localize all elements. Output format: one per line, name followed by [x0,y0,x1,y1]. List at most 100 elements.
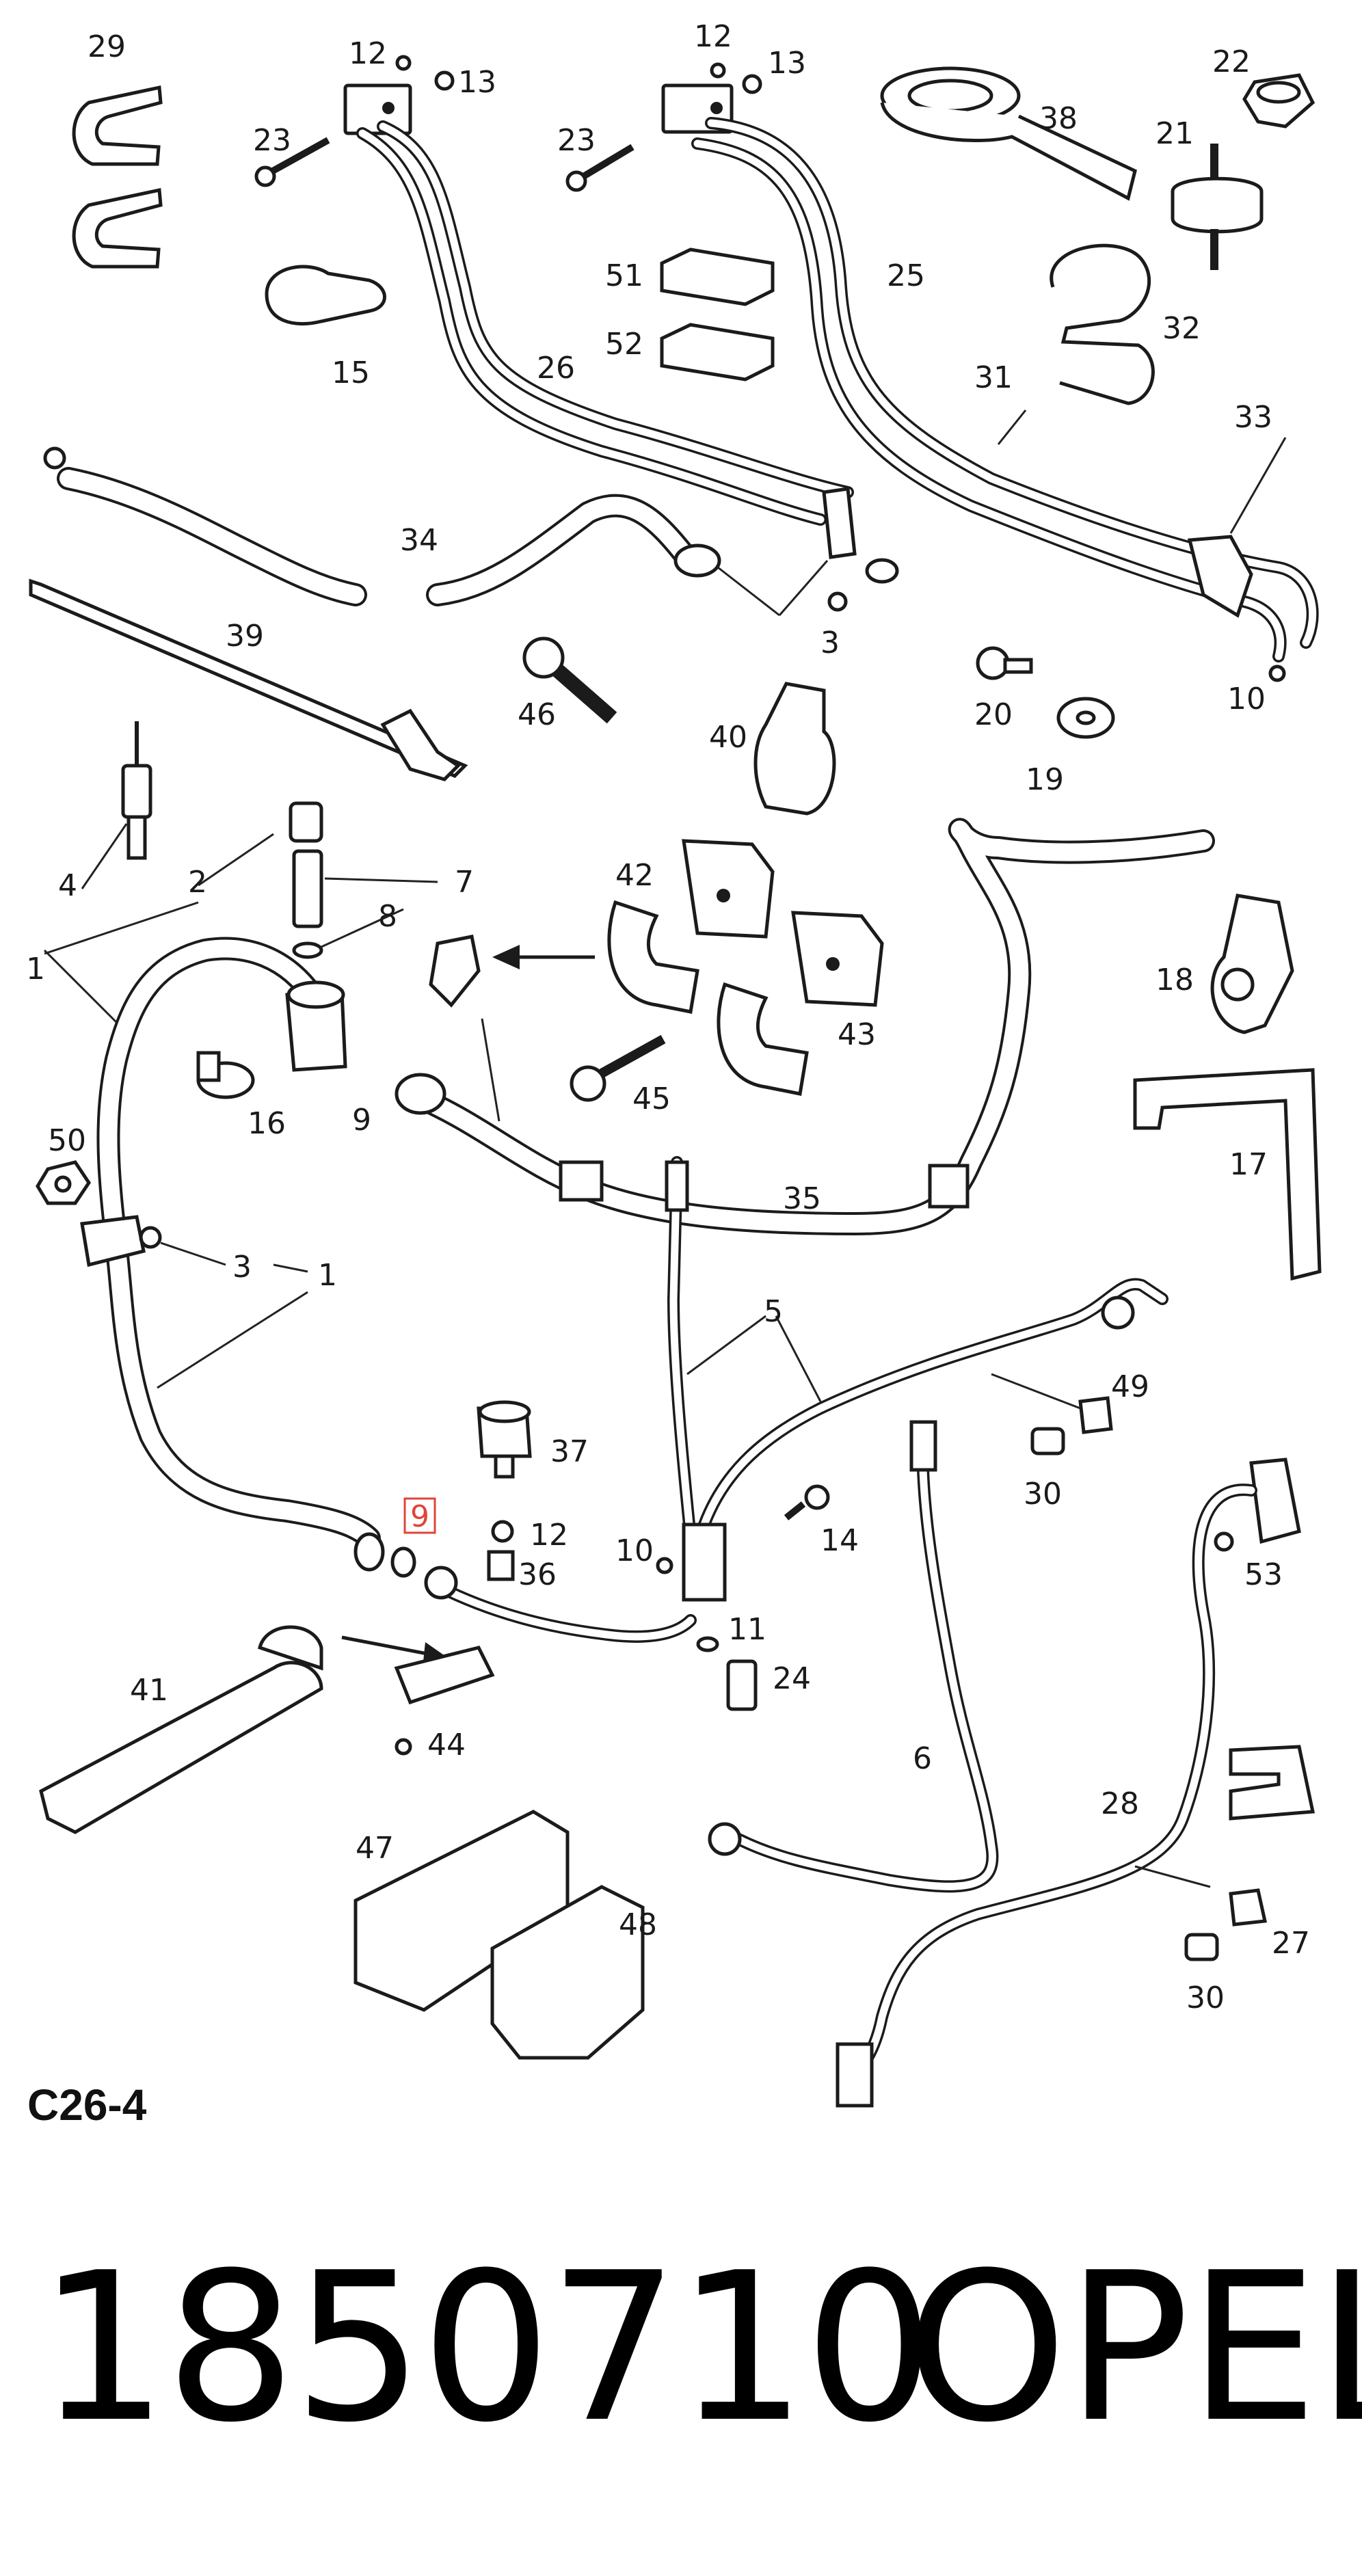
label-3: 3 [232,1250,252,1285]
label-43: 43 [838,1017,876,1052]
label-18: 18 [1156,963,1194,997]
label-12: 12 [349,36,387,71]
label-52: 52 [605,327,643,362]
bolt-part-20 [976,646,1033,680]
hose-clamp-part-16 [196,1051,255,1099]
label-46: 46 [518,697,556,732]
label-17: 17 [1229,1147,1268,1182]
pipe-part-6 [708,1420,999,1893]
bracket-part-41 [39,1625,323,1834]
clip-part-40 [753,682,836,816]
label-26: 26 [537,351,575,386]
highlighted-label-9: 9 [410,1499,429,1534]
pipe-part-28 [836,1484,1257,2108]
label-40: 40 [709,720,747,755]
label-28: 28 [1101,1786,1139,1821]
bracket-part-53 [1214,1458,1301,1552]
sleeve-part-30-lower [1184,1933,1219,1961]
label-33: 33 [1234,400,1272,435]
label-13: 13 [768,46,806,81]
label-8: 8 [378,899,397,934]
clip-part-15 [265,265,386,326]
label-9: 9 [352,1103,371,1138]
label-37: 37 [550,1434,589,1469]
label-1: 1 [318,1258,337,1293]
parts-diagram: 29 12 13 12 13 22 38 21 23 23 51 25 52 3… [26,19,1322,2108]
clamp-part-29 [72,85,163,269]
label-24: 24 [773,1661,811,1696]
label-36: 36 [518,1557,557,1592]
oring-part-10-top [1268,665,1286,682]
clamp-part-32 [1050,243,1155,405]
label-31: 31 [974,360,1013,395]
brand-name: OPEL [906,2229,1362,2467]
label-21: 21 [1156,116,1194,151]
label-34: 34 [400,523,438,558]
pipe-part-36 [424,1566,697,1643]
label-5: 5 [764,1294,783,1329]
pipe-part-25 [691,117,1319,662]
nut-part-50 [36,1160,92,1205]
hose-part-1 [80,937,381,1550]
label-10: 10 [1227,682,1266,716]
label-19: 19 [1026,762,1064,797]
label-44: 44 [427,1728,466,1762]
fitting-part-36 [487,1550,515,1581]
oring-part-9 [353,1532,416,1578]
pad-part-51 [660,247,775,306]
oring-part-10-lower [656,1557,673,1574]
hose-part-34 [43,446,721,606]
highlighted-part-9[interactable]: 9 [403,1497,436,1534]
bracket-part-17 [1133,1068,1322,1281]
callout-lines [43,410,1287,1888]
oring-part-11 [696,1636,719,1652]
label-23: 23 [253,123,291,158]
nut-part-22 [1242,73,1316,129]
sensor-part-24 [726,1659,758,1711]
bracket-part-42 [607,839,775,1014]
oring-part-8 [292,941,323,959]
label-49: 49 [1111,1369,1149,1404]
label-20: 20 [974,697,1013,732]
label-47: 47 [356,1831,394,1866]
valve-part-3-top [822,487,899,612]
mount-part-21 [1171,144,1264,270]
strap-part-39 [29,578,468,781]
label-15: 15 [332,355,370,390]
part-number: 1850710 [38,2229,935,2467]
label-6: 6 [913,1741,932,1776]
tape-roll-part-38 [880,66,1137,201]
label-22: 22 [1212,44,1251,79]
label-30: 30 [1024,1477,1062,1512]
clamp-lower-right [1229,1745,1316,1821]
label-12: 12 [530,1518,568,1553]
label-50: 50 [48,1123,86,1158]
label-3: 3 [820,626,840,660]
label-25: 25 [887,258,925,293]
valve-part-4 [121,721,152,860]
pad-part-52 [660,323,775,381]
diagram-code: C26-4 [27,2080,147,2130]
bracket-part-48 [490,1885,645,2060]
bolt-part-23-left [254,137,330,187]
label-13: 13 [458,65,496,100]
label-10: 10 [615,1533,654,1568]
label-27: 27 [1272,1926,1310,1961]
label-1: 1 [26,952,45,987]
arrow-to-clip [429,935,595,1008]
bolt-part-46 [522,636,617,724]
label-51: 51 [605,258,643,293]
pipe-part-5 [665,1156,1169,1602]
sleeve-part-30-upper [1030,1427,1065,1455]
block-part-12-left [343,55,455,135]
label-4: 4 [58,868,77,903]
label-30: 30 [1186,1981,1225,2015]
label-39: 39 [226,619,264,654]
arrow-to-clip-44 [341,1635,495,1756]
label-45: 45 [632,1082,671,1116]
label-16: 16 [248,1106,286,1141]
fitting-part-33 [1187,535,1253,618]
label-23: 23 [557,123,596,158]
clamp-part-18 [1210,894,1294,1034]
bolt-part-23-right [565,144,635,192]
